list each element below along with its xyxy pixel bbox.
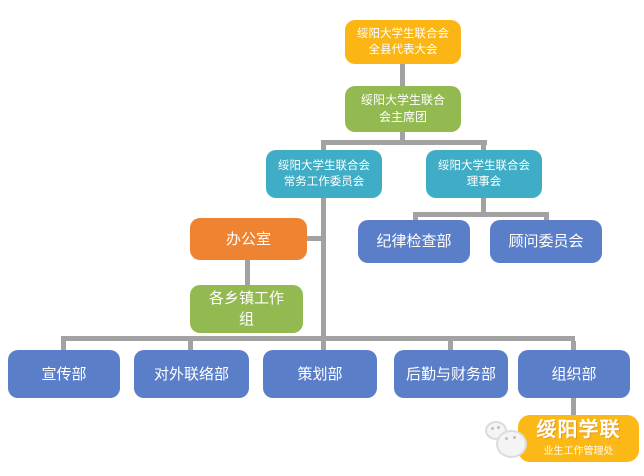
- connector-stub-discipline: [413, 217, 418, 221]
- node-label: 绥阳大学生联合会: [438, 159, 530, 172]
- node-label: 顾问委员会: [508, 233, 584, 250]
- connector-stub-standing: [321, 145, 326, 151]
- org-node-presidium: 绥阳大学生联合 会主席团: [345, 86, 461, 132]
- connector-office-trunk: [303, 236, 323, 241]
- node-label: 纪律检查部: [376, 233, 452, 250]
- node-label: 组织部: [551, 365, 597, 383]
- org-node-organization: 组织部: [518, 350, 630, 398]
- connector-office-township: [245, 260, 250, 285]
- connector-stub-advisory: [544, 217, 549, 221]
- connector-organization-down: [571, 398, 576, 417]
- node-label: 绥阳大学生联合会: [357, 27, 449, 40]
- connector-stub-logistics: [448, 341, 453, 350]
- node-label: 全县代表大会: [368, 44, 438, 56]
- node-label: 宣传部: [41, 365, 87, 383]
- watermark-badge: 绥阳学联 业生工作管理处: [518, 415, 639, 462]
- node-label: 后勤与财务部: [405, 365, 496, 383]
- node-label: 组: [238, 311, 254, 328]
- node-label: 常务工作委员会: [283, 176, 365, 188]
- org-node-discipline: 纪律检查部: [358, 220, 470, 263]
- connector-stub-external: [188, 341, 193, 350]
- connector-stub-planning: [321, 341, 326, 350]
- org-node-standing-committee: 绥阳大学生联合会 常务工作委员会: [266, 150, 382, 198]
- connector-presidium-down: [400, 132, 405, 142]
- org-node-office: 办公室: [190, 218, 307, 260]
- connector-congress-presidium: [400, 64, 405, 86]
- node-label: 绥阳大学生联合: [360, 93, 445, 108]
- connector-standing-trunk: [321, 198, 326, 341]
- connector-council-branch: [413, 212, 549, 217]
- node-label: 对外联络部: [153, 365, 229, 383]
- org-node-advisory: 顾问委员会: [490, 220, 602, 263]
- org-node-publicity: 宣传部: [8, 350, 120, 398]
- connector-council-down: [481, 198, 486, 214]
- node-label: 理事会: [466, 176, 502, 188]
- connector-stub-organization: [571, 341, 576, 350]
- watermark-subtitle: 业生工作管理处: [543, 446, 614, 457]
- org-node-council: 绥阳大学生联合会 理事会: [426, 150, 542, 198]
- org-node-logistics-finance: 后勤与财务部: [394, 350, 508, 398]
- org-node-planning: 策划部: [263, 350, 377, 398]
- connector-presidium-branch: [321, 140, 487, 145]
- node-label: 绥阳大学生联合会: [278, 159, 370, 172]
- node-label: 会主席团: [378, 110, 427, 124]
- node-label: 办公室: [225, 230, 271, 248]
- node-label: 策划部: [297, 365, 343, 383]
- connector-departments-bus: [61, 336, 575, 341]
- chat-bubbles-mascot-icon: [485, 419, 535, 463]
- org-node-congress: 绥阳大学生联合会 全县代表大会: [345, 20, 461, 64]
- org-node-external-liaison: 对外联络部: [134, 350, 249, 398]
- node-label: 各乡镇工作: [208, 290, 284, 307]
- watermark-title: 绥阳学联: [536, 419, 621, 441]
- org-node-township-teams: 各乡镇工作 组: [190, 285, 303, 333]
- connector-stub-publicity: [61, 341, 66, 350]
- connector-stub-council: [481, 145, 486, 151]
